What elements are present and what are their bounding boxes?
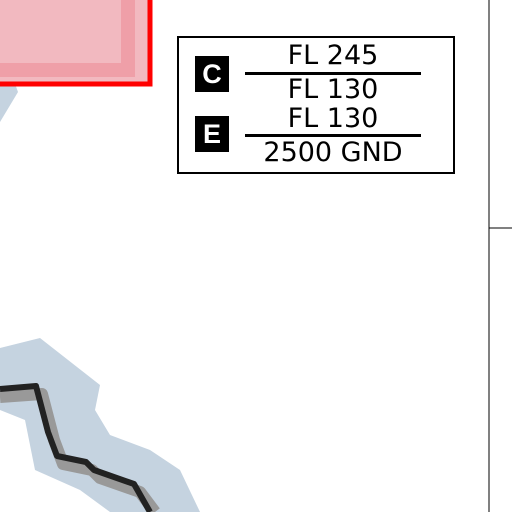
airspace-class-e-badge: E: [195, 116, 229, 152]
restricted-area-inner-band: [0, 0, 135, 77]
shore-halo: [0, 338, 200, 512]
airspace-class-c-badge: C: [195, 56, 229, 92]
class-c-divider: [245, 72, 421, 75]
coastline: [0, 383, 153, 512]
class-c-upper-limit: FL 245: [287, 40, 379, 71]
airspace-class-label[interactable]: C FL 245 FL 130 E FL 130 2500 GND: [177, 36, 455, 174]
class-e-divider: [245, 134, 421, 137]
class-e-lower-limit: 2500 GND: [263, 137, 403, 168]
class-c-lower-limit: FL 130: [287, 74, 379, 105]
class-e-upper-limit: FL 130: [287, 103, 379, 134]
coastline-shadow: [0, 388, 160, 512]
